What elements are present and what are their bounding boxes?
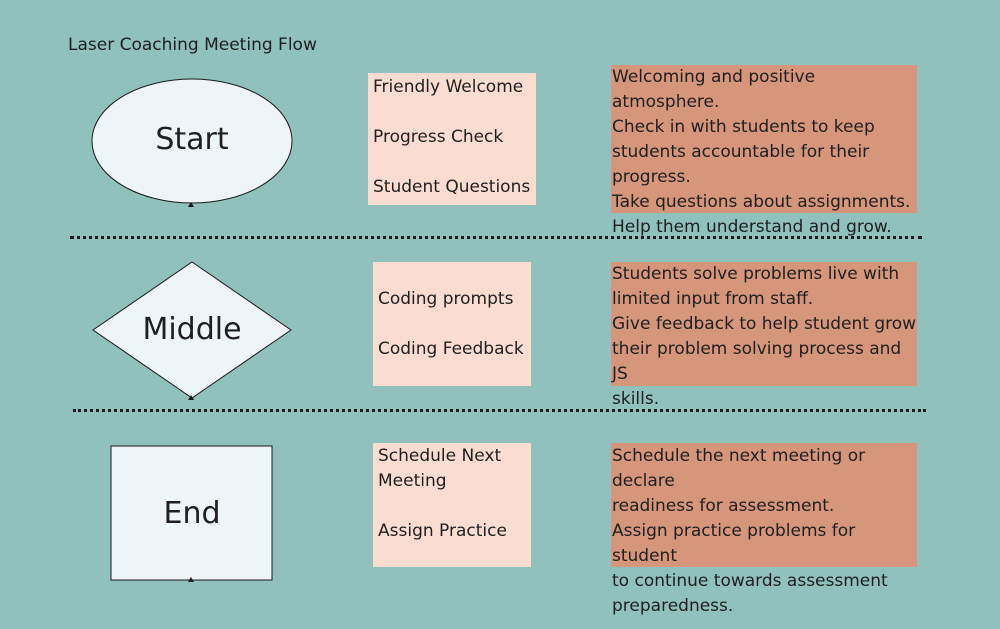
- detail-line: Check in with students to keep: [612, 117, 875, 137]
- detail-line: skills.: [612, 389, 660, 409]
- topic-coding-feedback: Coding Feedback: [378, 339, 524, 359]
- start-arrow-tip: [188, 202, 194, 207]
- topic-assign-practice: Assign Practice: [378, 521, 507, 541]
- section-divider: [73, 409, 926, 412]
- middle-topics-box: Coding prompts Coding Feedback: [373, 262, 531, 386]
- end-rectangle-shape: [110, 445, 273, 581]
- detail-line: limited input from staff.: [612, 289, 814, 309]
- topic-friendly-welcome: Friendly Welcome: [373, 77, 524, 97]
- section-divider: [70, 236, 922, 239]
- detail-line: Assign practice problems for student: [612, 521, 856, 566]
- detail-line: Take questions about assignments.: [612, 192, 911, 212]
- detail-line: Students solve problems live with: [612, 264, 900, 284]
- detail-line: Help them understand and grow.: [612, 217, 892, 237]
- topic-coding-prompts: Coding prompts: [378, 289, 514, 309]
- middle-label: Middle: [142, 312, 242, 347]
- end-arrow-tip: [188, 577, 194, 582]
- middle-details-box: Students solve problems live with limite…: [611, 262, 917, 409]
- start-topics-box: Friendly Welcome Progress Check Student …: [368, 73, 536, 205]
- end-details-box: Schedule the next meeting or declare rea…: [611, 443, 917, 616]
- end-topics-box: Schedule Next Meeting Assign Practice: [373, 443, 531, 567]
- detail-line: their problem solving process and JS: [612, 339, 902, 384]
- detail-line: progress.: [612, 167, 691, 187]
- detail-line: Welcoming and positive atmosphere.: [612, 67, 816, 112]
- detail-line: Schedule the next meeting or declare: [612, 446, 866, 491]
- topic-schedule-next: Schedule Next: [378, 446, 502, 466]
- detail-line: readiness for assessment.: [612, 496, 835, 516]
- topic-progress-check: Progress Check: [373, 127, 504, 147]
- start-details-box: Welcoming and positive atmosphere. Check…: [611, 65, 917, 237]
- middle-arrow-tip: [188, 395, 194, 400]
- detail-line: to continue towards assessment: [612, 571, 888, 591]
- start-label: Start: [155, 122, 229, 157]
- topic-student-questions: Student Questions: [373, 177, 531, 197]
- detail-line: preparedness.: [612, 596, 734, 616]
- detail-line: students accountable for their: [612, 142, 870, 162]
- detail-line: Give feedback to help student grow: [612, 314, 917, 334]
- diagram-title: Laser Coaching Meeting Flow: [68, 35, 317, 55]
- end-label: End: [163, 496, 221, 531]
- topic-meeting: Meeting: [378, 471, 447, 491]
